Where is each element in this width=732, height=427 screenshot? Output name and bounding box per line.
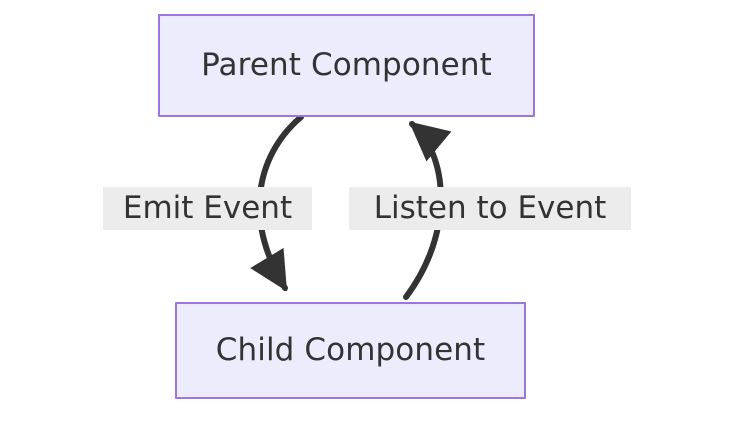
edge-emit-event [250, 114, 304, 292]
node-child-component[interactable]: Child Component [175, 302, 526, 399]
node-parent-component[interactable]: Parent Component [158, 14, 535, 117]
node-child-component-label: Child Component [215, 332, 486, 368]
edge-label-listen-to-event: Listen to Event [349, 187, 631, 230]
node-parent-component-label: Parent Component [201, 47, 492, 83]
edge-label-emit-event: Emit Event [103, 187, 312, 230]
